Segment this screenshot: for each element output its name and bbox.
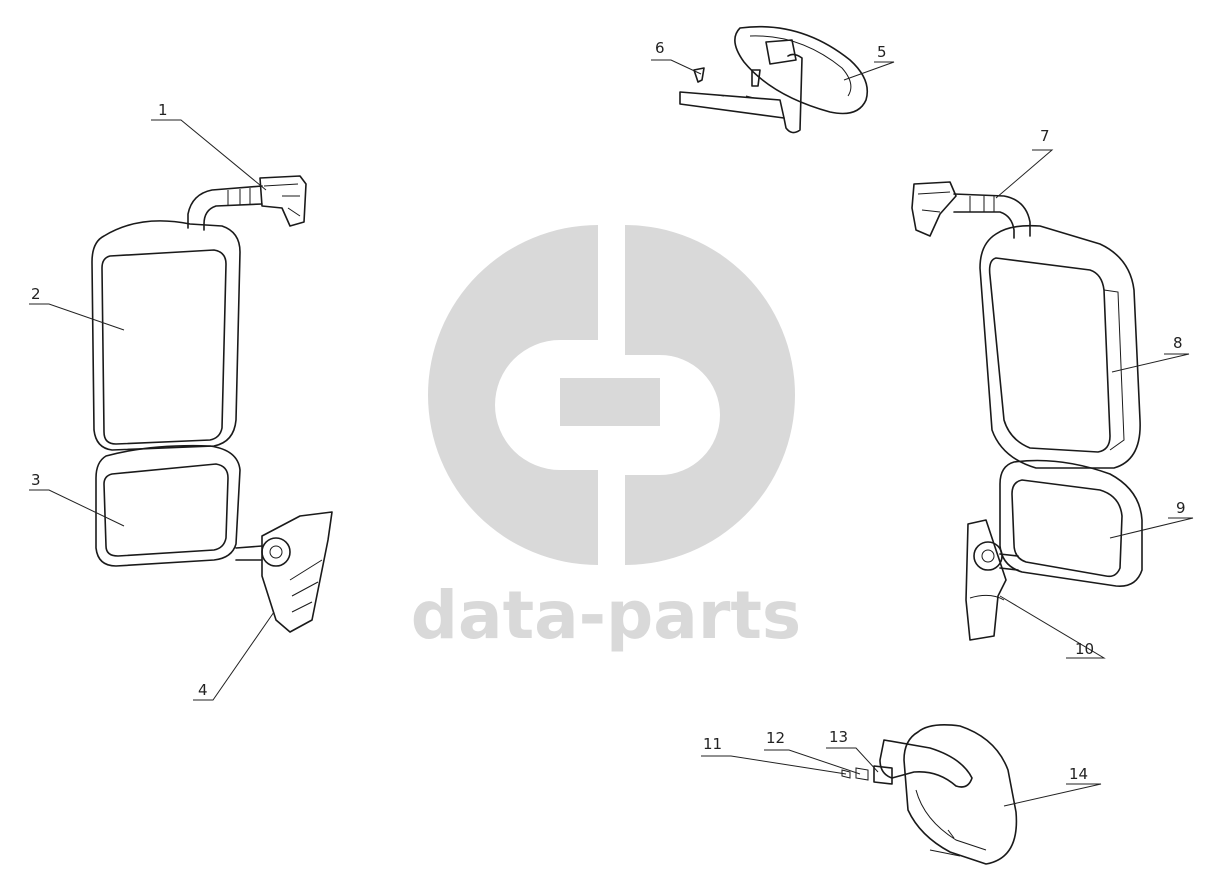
callout-14: 14 [1003, 765, 1102, 807]
callout-number: 1 [158, 101, 168, 119]
callout-10: 10 [999, 595, 1106, 659]
callout-number: 12 [766, 729, 785, 747]
callout-number: 7 [1040, 127, 1050, 145]
callouts: 1 2 3 4 5 6 7 8 [29, 39, 1194, 807]
callout-number: 5 [877, 43, 887, 61]
callout-number: 11 [703, 735, 722, 753]
top-mirror-assembly [679, 25, 869, 134]
right-mirror-assembly [911, 181, 1143, 641]
callout-number: 3 [31, 471, 41, 489]
watermark-text: data-parts [411, 577, 801, 654]
callout-number: 14 [1069, 765, 1088, 783]
callout-3: 3 [29, 471, 125, 527]
callout-1: 1 [151, 101, 267, 191]
callout-number: 6 [655, 39, 665, 57]
callout-number: 4 [198, 681, 208, 699]
callout-2: 2 [29, 285, 125, 331]
callout-number: 2 [31, 285, 41, 303]
callout-number: 9 [1176, 499, 1186, 517]
callout-4: 4 [193, 611, 275, 701]
callout-12: 12 [764, 729, 861, 775]
callout-6: 6 [651, 39, 702, 75]
callout-8: 8 [1111, 334, 1190, 373]
callout-number: 8 [1173, 334, 1183, 352]
callout-number: 10 [1075, 640, 1094, 658]
watermark-logo-icon [428, 225, 795, 565]
callout-7: 7 [995, 127, 1054, 199]
callout-13: 13 [826, 728, 879, 773]
callout-9: 9 [1109, 499, 1194, 539]
callout-11: 11 [701, 735, 847, 775]
callout-number: 13 [829, 728, 848, 746]
callout-5: 5 [843, 43, 895, 81]
watermark: data-parts [411, 225, 801, 654]
left-mirror-assembly [91, 175, 333, 633]
bottom-mirror-assembly [841, 724, 1018, 865]
